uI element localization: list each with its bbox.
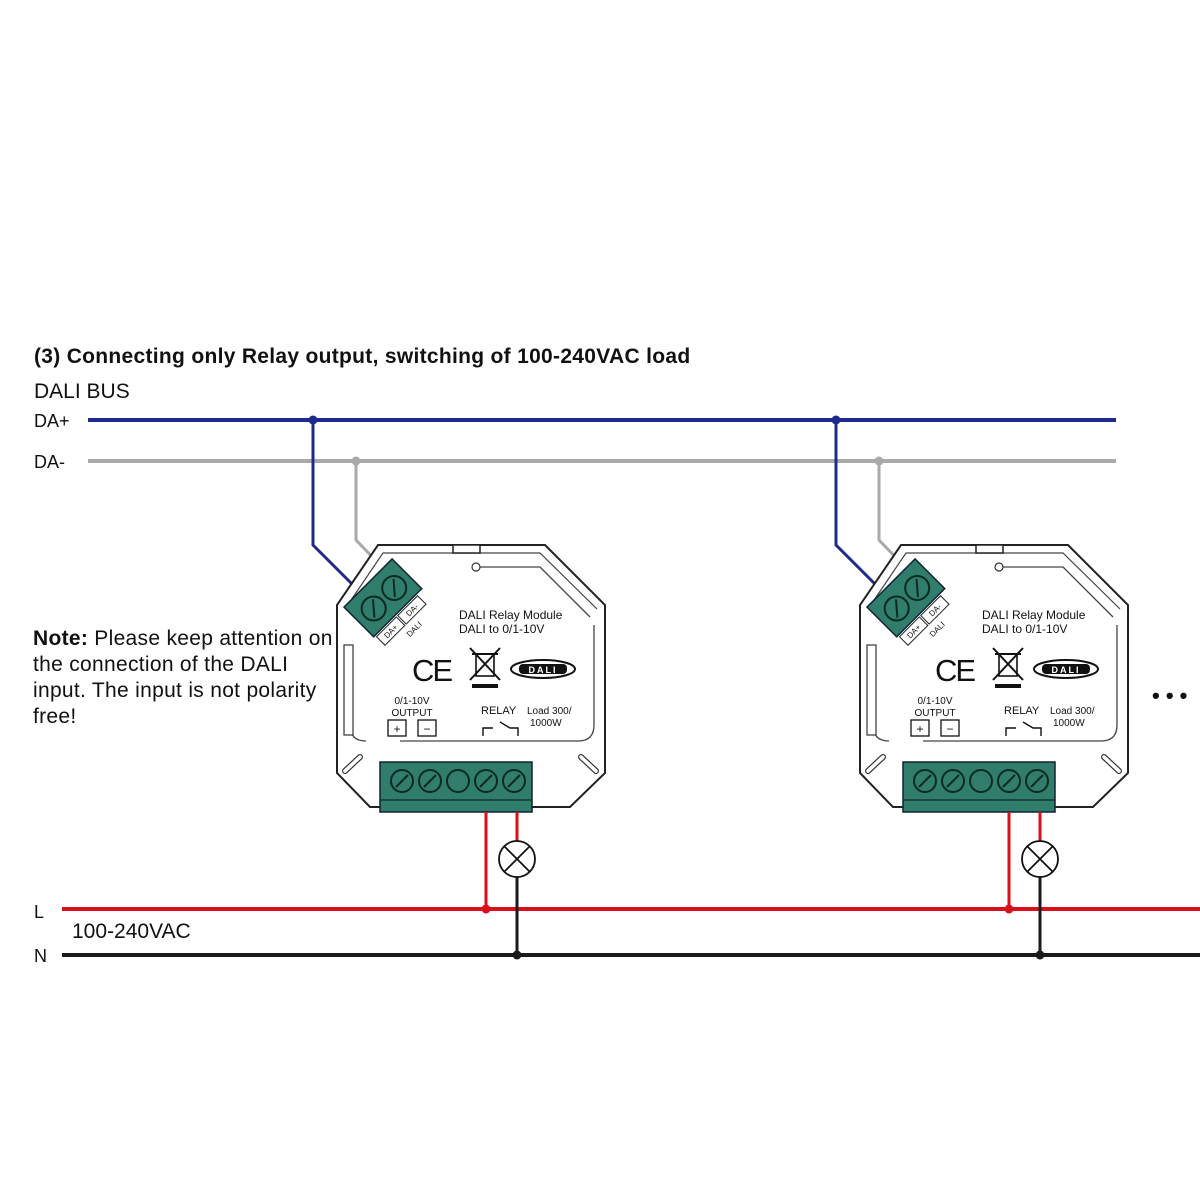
dali-logo-icon: DALI bbox=[1033, 659, 1099, 679]
weee-bin-icon bbox=[469, 647, 501, 688]
continuation-ellipsis: • • • bbox=[1152, 683, 1187, 708]
note-heading: Note: bbox=[33, 627, 89, 650]
output-plus: + bbox=[393, 722, 400, 736]
svg-text:DALI: DALI bbox=[1052, 665, 1081, 675]
da-plus-drop bbox=[311, 420, 362, 594]
output-terminal-block bbox=[379, 761, 533, 813]
dali-input-terminal: DA+ DA- DALI bbox=[865, 557, 950, 646]
output-minus: − bbox=[423, 722, 430, 736]
load-label: Load 300/ bbox=[527, 706, 572, 717]
note-text: Please keep attention on the connection … bbox=[33, 627, 333, 728]
voltage-label: 100-240VAC bbox=[72, 920, 191, 943]
load-label-2: 1000W bbox=[530, 718, 562, 729]
output-label: 0/1-10V bbox=[917, 696, 952, 707]
weee-bin-icon bbox=[992, 647, 1024, 688]
bus-label: DALI BUS bbox=[34, 380, 130, 403]
dali-logo-icon: DALI bbox=[510, 659, 576, 679]
relay-label: RELAY bbox=[481, 705, 517, 717]
svg-text:DALI: DALI bbox=[529, 665, 558, 675]
live-label: L bbox=[34, 902, 44, 922]
diagram-title: (3) Connecting only Relay output, switch… bbox=[34, 345, 690, 368]
output-label: 0/1-10V bbox=[394, 696, 429, 707]
relay-module-2: DA+ DA- DALI DALI Relay Module DALI to 0… bbox=[831, 415, 1129, 960]
relay-symbol-icon bbox=[482, 721, 519, 736]
load-label: Load 300/ bbox=[1050, 706, 1095, 717]
relay-module-1: DA+ DA- DALI DALI Relay Module DALI to 0… bbox=[308, 415, 606, 960]
ce-mark-icon: CE bbox=[935, 653, 975, 688]
lamp-icon bbox=[498, 840, 536, 878]
load-label-2: 1000W bbox=[1053, 718, 1085, 729]
dali-input-terminal: DA+ DA- DALI bbox=[342, 557, 427, 646]
module-name: DALI Relay Module bbox=[459, 608, 563, 622]
module-subtitle: DALI to 0/1-10V bbox=[982, 622, 1067, 636]
lamp-icon bbox=[1021, 840, 1059, 878]
da-plus-label: DA+ bbox=[34, 411, 70, 431]
output-label-2: OUTPUT bbox=[914, 708, 955, 719]
neutral-label: N bbox=[34, 946, 47, 966]
output-plus: + bbox=[916, 722, 923, 736]
relay-label: RELAY bbox=[1004, 705, 1040, 717]
output-minus: − bbox=[946, 722, 953, 736]
module-subtitle: DALI to 0/1-10V bbox=[459, 622, 544, 636]
module-name: DALI Relay Module bbox=[982, 608, 1086, 622]
output-label-2: OUTPUT bbox=[391, 708, 432, 719]
da-minus-label: DA- bbox=[34, 452, 65, 472]
output-terminal-block bbox=[902, 761, 1056, 813]
relay-symbol-icon bbox=[1005, 721, 1042, 736]
polarity-note: Note: Please keep attention on the conne… bbox=[33, 626, 333, 730]
ce-mark-icon: CE bbox=[412, 653, 452, 688]
